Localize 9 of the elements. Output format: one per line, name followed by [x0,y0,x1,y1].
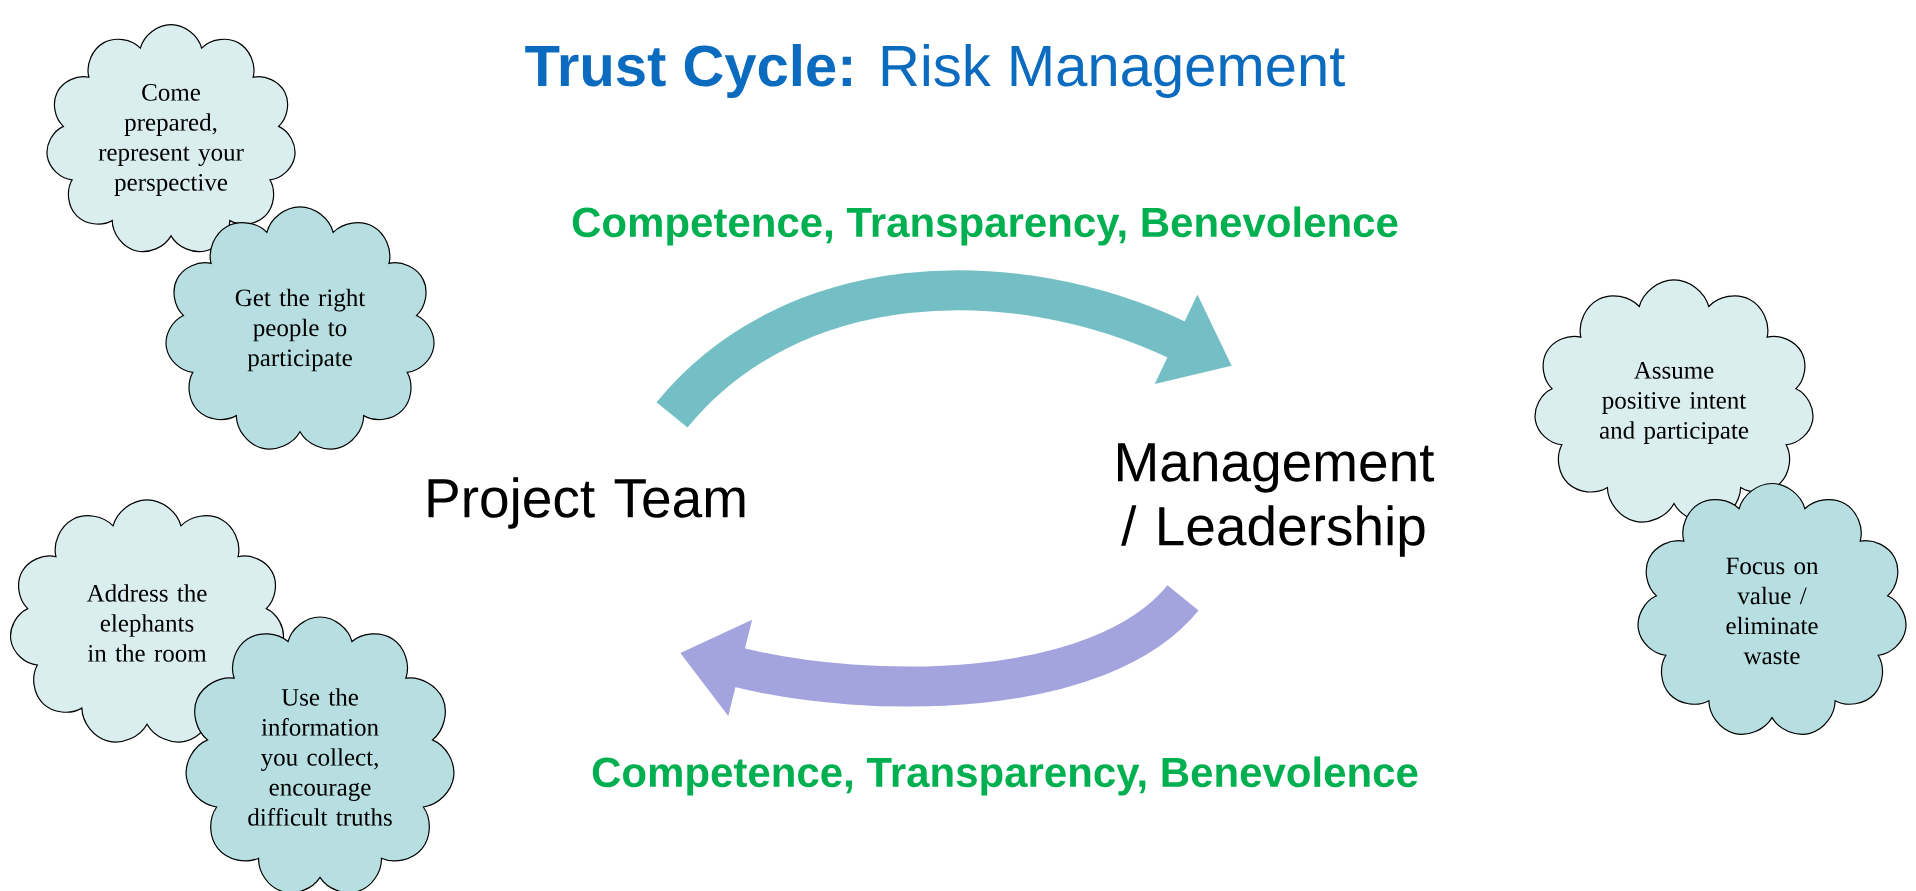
title: Trust Cycle: Risk Management [525,43,1345,98]
group-label: Project Team [428,477,745,529]
cloud-callout: Get the right people to participate [165,206,435,450]
cloud-callout: Come prepared, represent your perspective [46,23,296,253]
edge-label: Competence, Transparency, Benevolence [592,756,1418,796]
cloud-callout: Assume positive intent and participate [1534,279,1814,523]
group-label: Management / Leadership [1118,443,1435,557]
cloud-callout: Focus on value / eliminate waste [1637,482,1907,735]
edge-label: Competence, Transparency, Benevolence [572,206,1398,246]
